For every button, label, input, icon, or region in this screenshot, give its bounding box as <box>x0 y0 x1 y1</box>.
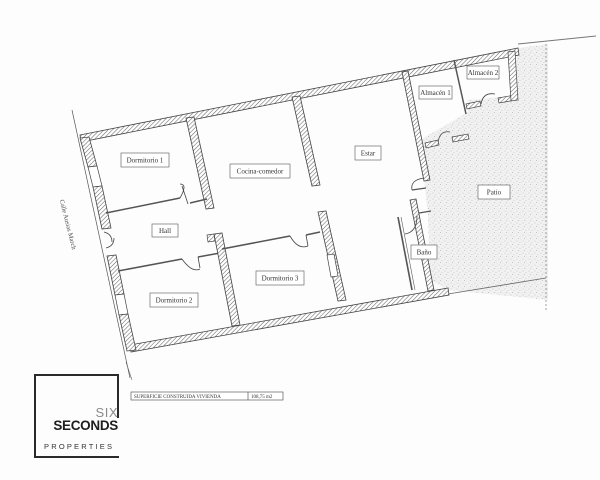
entry-door <box>103 231 115 249</box>
wall-left-upper <box>79 136 98 168</box>
svg-text:Baño: Baño <box>417 249 432 257</box>
svg-text:Cocina-comedor: Cocina-comedor <box>237 168 284 176</box>
door-dormitorio-2 <box>181 258 201 271</box>
window-dormitorio-1 <box>87 165 103 188</box>
logo-frame-right-edge <box>117 374 119 418</box>
door-estar-patio <box>411 177 425 191</box>
surface-label: SUPERFICIE CONSTRUIDA VIVIENDA <box>134 395 221 400</box>
svg-text:Almacén 1: Almacén 1 <box>420 89 451 97</box>
room-label-estar: Estar <box>354 145 382 161</box>
room-label-bano: Baño <box>410 244 438 260</box>
logo-six: SIX <box>95 405 118 420</box>
svg-text:Hall: Hall <box>159 227 171 235</box>
room-label-dormitorio-3: Dormitorio 3 <box>255 270 305 286</box>
room-label-almacen-1: Almacén 1 <box>418 85 453 100</box>
door-almacen-1 <box>437 131 451 143</box>
door-dormitorio-1 <box>179 183 185 199</box>
door-almacen-2 <box>480 93 496 105</box>
room-label-hall: Hall <box>151 223 179 238</box>
door-bano <box>404 215 418 235</box>
svg-text:Patio: Patio <box>487 189 502 197</box>
logo-seconds: SECONDS <box>53 418 118 433</box>
room-label-dormitorio-1: Dormitorio 1 <box>120 152 170 168</box>
wall-estar-almacen <box>401 70 431 182</box>
wall-cocina-estar <box>291 95 321 187</box>
patio-area <box>420 44 548 300</box>
logo-properties: PROPERTIES <box>44 442 115 451</box>
room-label-patio: Patio <box>477 184 511 200</box>
window-dormitorio-2 <box>114 293 129 316</box>
room-label-cocina-comedor: Cocina-comedor <box>229 163 291 179</box>
street-label: Calle Ausias March <box>58 199 77 251</box>
six-seconds-logo-frame <box>34 374 119 458</box>
door-dormitorio-3 <box>289 235 309 248</box>
room-label-almacen-2: Almacén 2 <box>466 65 500 80</box>
surface-value: 108,75 m2 <box>251 395 273 400</box>
svg-text:Estar: Estar <box>361 150 376 158</box>
wall-dorm1-cocina <box>185 116 215 210</box>
svg-text:Dormitorio 1: Dormitorio 1 <box>127 157 164 165</box>
room-label-dormitorio-2: Dormitorio 2 <box>149 292 199 308</box>
svg-text:Almacén 2: Almacén 2 <box>468 69 499 77</box>
svg-text:Dormitorio 2: Dormitorio 2 <box>156 297 193 305</box>
street-line <box>71 109 131 379</box>
svg-text:Dormitorio 3: Dormitorio 3 <box>262 275 299 283</box>
wall-hall-dorm3 <box>213 232 241 327</box>
surface-area-table: SUPERFICIE CONSTRUIDA VIVIENDA 108,75 m2 <box>130 391 284 401</box>
